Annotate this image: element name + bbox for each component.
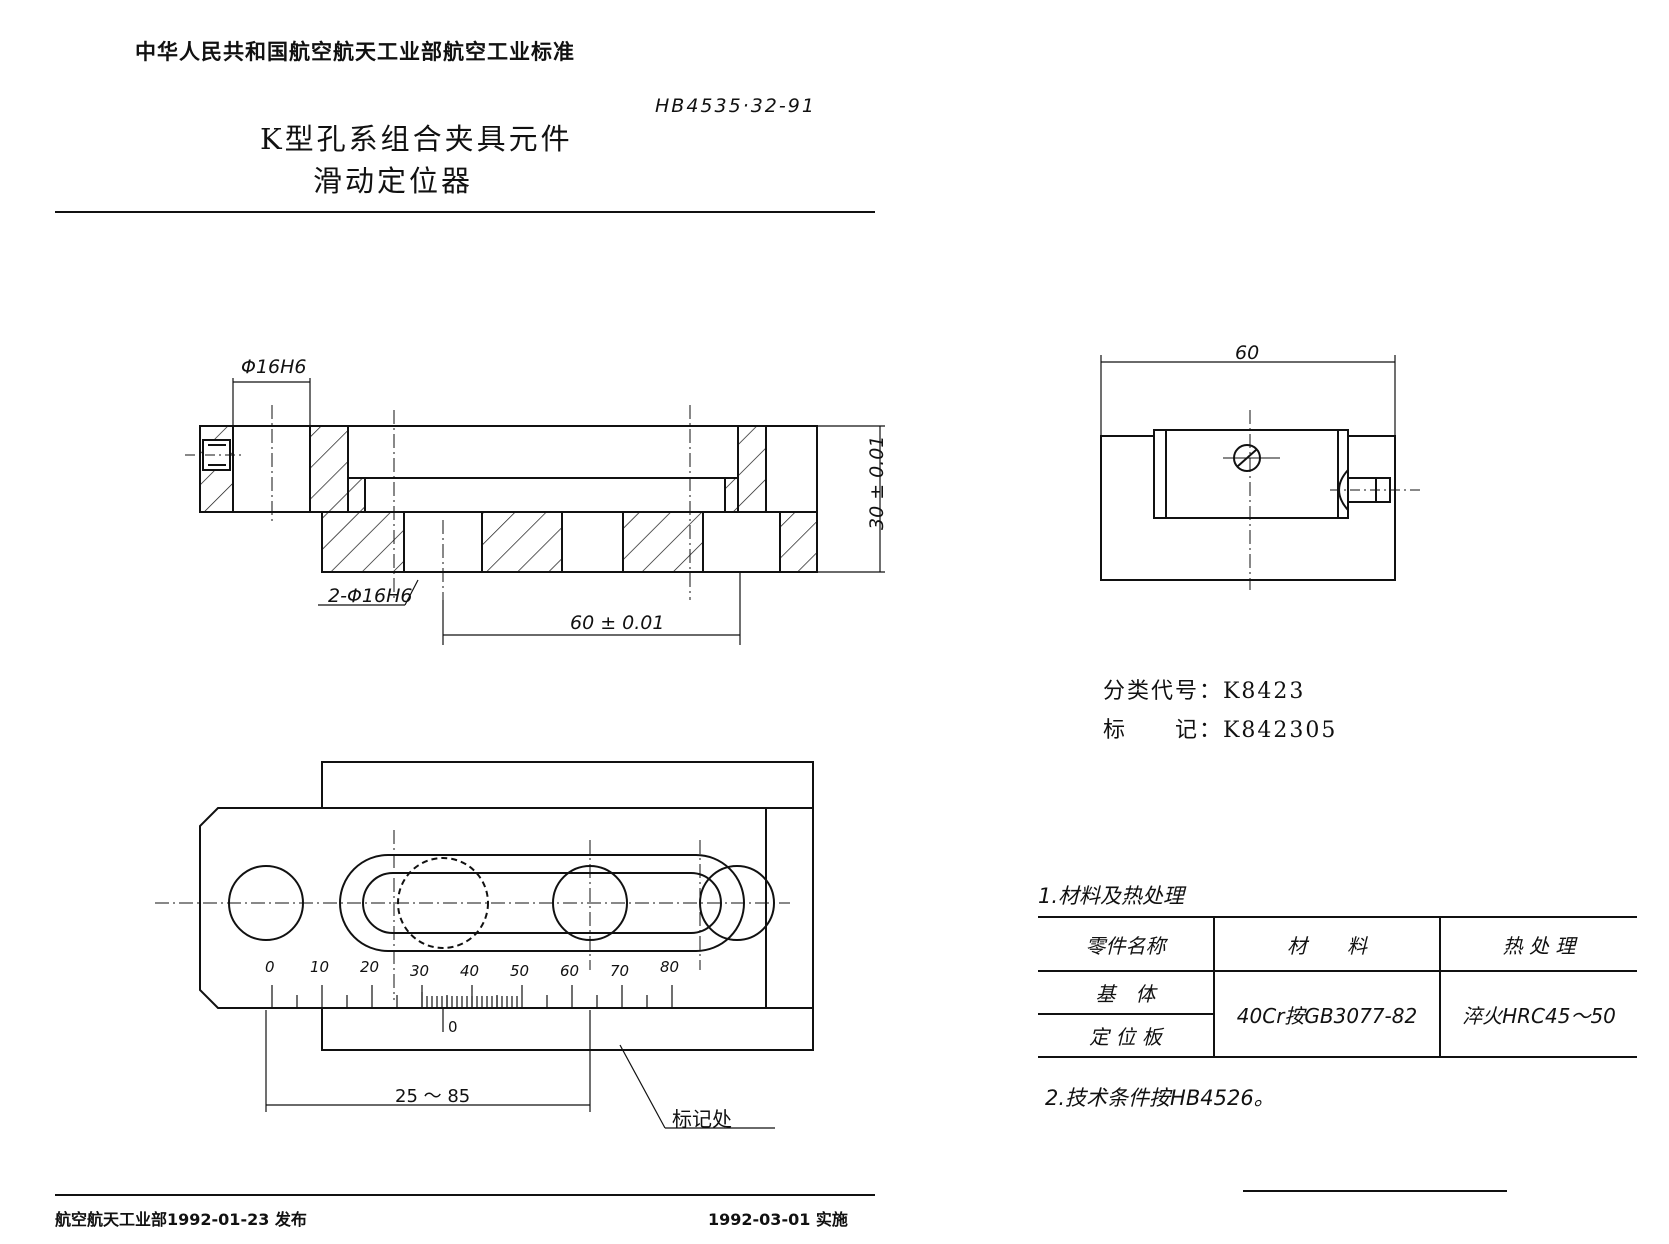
effective-date: 1992-03-01 实施 (708, 1210, 848, 1229)
scale-tick-label: 20 (360, 958, 380, 976)
table-header-heat: 热 处 理 (1439, 916, 1637, 972)
note-tech-spec: 2.技术条件按HB4526。 (1045, 1086, 1275, 1110)
scale-tick-label: 30 (410, 962, 430, 980)
scale-tick-label: 70 (610, 962, 630, 980)
org-header: 中华人民共和国航空航天工业部航空工业标准 (135, 40, 575, 64)
scale-tick-label: 10 (310, 958, 330, 976)
front-section-view (185, 378, 885, 645)
table-header-material: 材 料 (1213, 916, 1441, 972)
top-view (155, 761, 814, 1129)
table-header-row: 零件名称 材 料 热 处 理 (1038, 916, 1637, 972)
table-header-part: 零件名称 (1038, 916, 1215, 972)
holes-dimension-label: 2-Φ16H6 (328, 585, 413, 607)
scale-tick-label: 0 (265, 958, 275, 976)
scale-tick-label: 60 (560, 962, 580, 980)
marking-code: 标 记：K842305 (1103, 718, 1338, 743)
table-row: 定 位 板 (1038, 1013, 1637, 1058)
classification-code: 分类代号：K8423 (1103, 679, 1306, 704)
scale-tick-label: 40 (460, 962, 480, 980)
materials-table: 零件名称 材 料 热 处 理 基 体 40Cr按GB3077-82 淬火HRC4… (1038, 916, 1637, 1058)
height-dimension-label: 30 ± 0.01 (866, 435, 888, 530)
material-cell: 40Cr按GB3077-82 (1213, 970, 1441, 1058)
issued-date: 航空航天工业部1992-01-23 发布 (55, 1210, 307, 1229)
table-row: 基 体 40Cr按GB3077-82 淬火HRC45～50 (1038, 970, 1637, 1058)
width-dimension-label: 60 (1235, 342, 1260, 364)
marking-note: 标记处 (672, 1107, 732, 1131)
heat-treatment-cell: 淬火HRC45～50 (1439, 970, 1637, 1058)
spacing-dimension-label: 60 ± 0.01 (570, 612, 665, 634)
range-dimension-label: 25 ～ 85 (395, 1086, 471, 1107)
scale-tick-label: 80 (660, 958, 680, 976)
standard-number: HB4535·32-91 (655, 95, 816, 117)
doc-title-line1: K型孔系组合夹具元件 (260, 122, 573, 156)
vernier-zero-label: 0 (448, 1018, 458, 1036)
hole-dimension-label: Φ16H6 (241, 356, 307, 378)
part-name-cell: 定 位 板 (1038, 1013, 1215, 1058)
side-view (1100, 355, 1420, 590)
note-material: 1.材料及热处理 (1038, 884, 1185, 908)
doc-title-line2: 滑动定位器 (313, 164, 474, 198)
scale-tick-label: 50 (510, 962, 530, 980)
part-name-cell: 基 体 (1038, 970, 1215, 1015)
